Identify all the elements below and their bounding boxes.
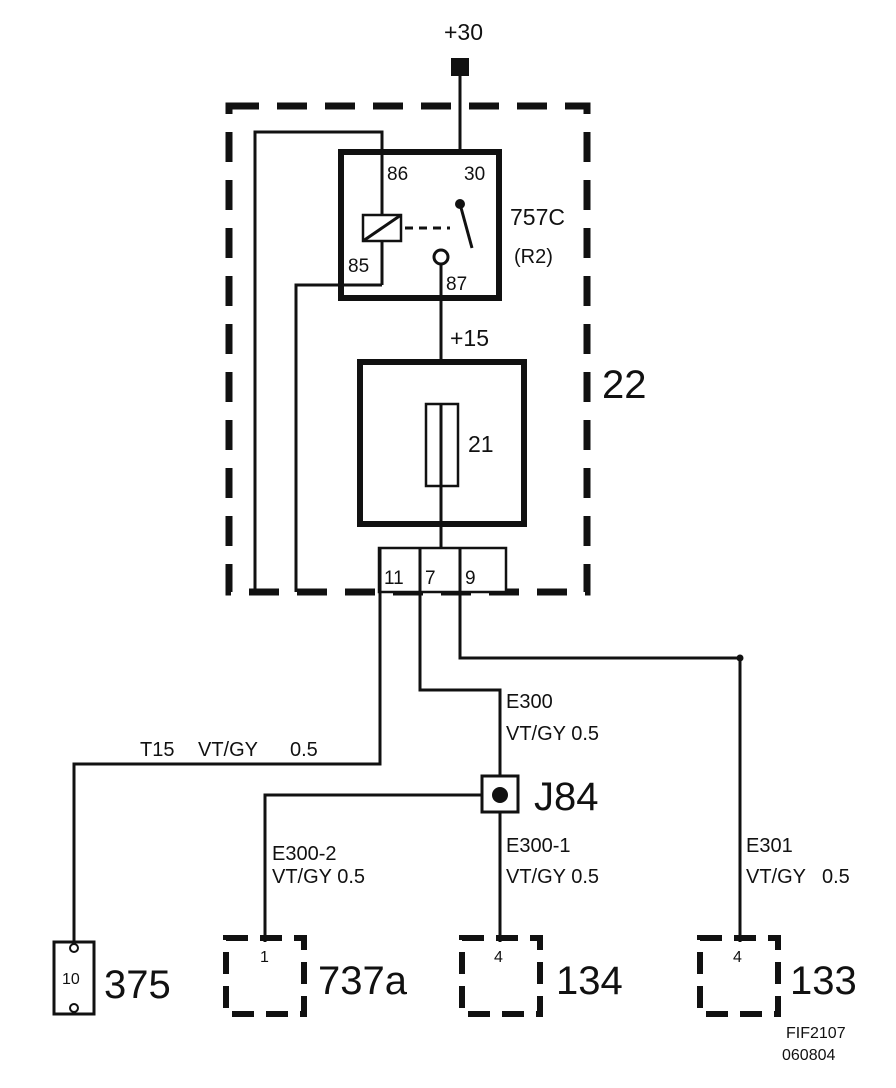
fuse-number: 21: [468, 431, 494, 457]
wire-e301-size: 0.5: [822, 866, 850, 888]
connector-134-outline: [459, 935, 543, 1017]
connector-133-outline: [697, 935, 781, 1017]
component-134-number: 134: [556, 959, 623, 1003]
relay-pin-86-label: 86: [387, 164, 408, 185]
component-133-pin: 4: [733, 949, 742, 966]
splice-dot-icon: [492, 787, 508, 803]
wire-coil-85-internal: [294, 283, 382, 592]
connector-375-housing: [52, 940, 96, 1016]
connector-737a-outline: [223, 935, 307, 1017]
component-133-number: 133: [790, 959, 857, 1003]
relay-pin-30-label: 30: [464, 164, 485, 185]
wire-coil-86-internal: [253, 130, 384, 592]
wire-e301-name: E301: [746, 835, 793, 857]
component-737a-pin: 1: [260, 949, 269, 966]
relay-switch-contact-icon: [458, 203, 474, 249]
relay-pin-87-label: 87: [446, 274, 467, 295]
connector-pin-9-label: 9: [465, 568, 476, 589]
relay-757c: 86 30 85 87: [338, 149, 502, 301]
wire-t15: [72, 548, 382, 942]
ignition-supply-label: +15: [450, 325, 489, 351]
wire-e300-spec: VT/GY 0.5: [506, 723, 599, 745]
wire-t15-color: VT/GY: [198, 739, 258, 761]
battery-supply-label: +30: [444, 19, 483, 45]
central-unit-connector: 11 7 9: [377, 546, 508, 594]
relay-contact-87-icon: [432, 248, 450, 266]
relay-coil-diagonal: [362, 213, 402, 243]
wire-e300-2-name: E300-2: [272, 843, 337, 865]
relay-pin-85-label: 85: [348, 256, 369, 277]
wire-e301: [458, 548, 742, 942]
splice-label: J84: [534, 775, 599, 819]
connector-housing: [377, 546, 508, 594]
component-737a-number: 737a: [318, 959, 408, 1003]
component-375-number: 375: [104, 963, 171, 1007]
wire-e300-1-name: E300-1: [506, 835, 571, 857]
wire-e300-name: E300: [506, 691, 553, 713]
figure-id: FIF2107: [786, 1025, 846, 1042]
wire-e300-2-spec: VT/GY 0.5: [272, 866, 365, 888]
wire-junction-dot: [736, 654, 744, 662]
wire-e300-1-spec: VT/GY 0.5: [506, 866, 599, 888]
component-133: 4 133: [697, 935, 857, 1017]
wire-t15-size: 0.5: [290, 739, 318, 761]
component-737a: 1 737a: [223, 935, 408, 1017]
wire-e300: [418, 548, 502, 780]
connector-pin-11-label: 11: [384, 568, 404, 589]
relay-designation: 757C: [510, 204, 565, 230]
component-134: 4 134: [459, 935, 623, 1017]
component-134-pin: 4: [494, 949, 503, 966]
battery-terminal: [451, 58, 469, 76]
central-unit-number: 22: [602, 363, 647, 407]
wire-e301-color: VT/GY: [746, 866, 806, 888]
date-code: 060804: [782, 1047, 835, 1064]
component-375: 10 375: [52, 940, 171, 1016]
relay-sub-designation: (R2): [514, 246, 553, 268]
wire-e300-2: [263, 793, 482, 942]
connector-pin-7-label: 7: [425, 568, 436, 589]
component-375-pin: 10: [62, 971, 80, 988]
wire-t15-name: T15: [140, 739, 174, 761]
